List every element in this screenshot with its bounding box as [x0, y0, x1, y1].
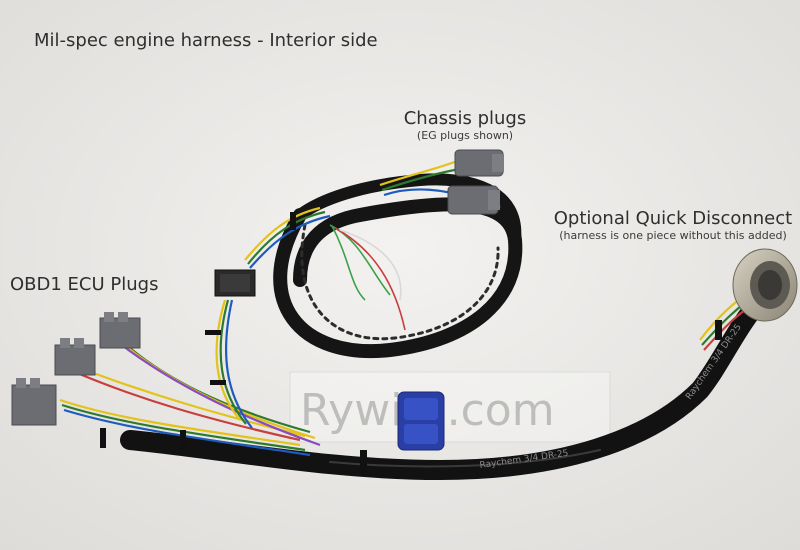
braided-loom-loop	[273, 173, 523, 359]
obd1-ecu-plugs-label: OBD1 ECU Plugs	[10, 274, 159, 295]
watermark: Rywire.com	[289, 371, 611, 443]
quick-disconnect-sublabel: (harness is one piece without this added…	[559, 229, 787, 242]
loose-wires	[329, 224, 406, 331]
ecu-plug-2	[54, 338, 96, 376]
chassis-plug-1	[454, 149, 504, 177]
quick-disconnect-callout: Optional Quick Disconnect (harness is on…	[548, 208, 798, 242]
ecu-plugs	[11, 312, 141, 426]
photo-title: Mil-spec engine harness - Interior side	[34, 30, 378, 51]
chassis-plugs-sublabel: (EG plugs shown)	[416, 129, 514, 142]
quick-disconnect-label: Optional Quick Disconnect	[553, 208, 793, 229]
inline-connector	[214, 269, 256, 297]
zip-ties	[100, 212, 722, 476]
chassis-plugs-label: Chassis plugs	[403, 108, 527, 129]
chassis-plugs	[447, 149, 504, 215]
chassis-plugs-callout: Chassis plugs (EG plugs shown)	[395, 108, 535, 142]
blue-connector	[397, 391, 445, 451]
ecu-plug-1	[99, 312, 141, 349]
chassis-plug-2	[447, 185, 500, 215]
quick-disconnect-connector	[732, 248, 798, 322]
ecu-plug-3	[11, 378, 57, 426]
